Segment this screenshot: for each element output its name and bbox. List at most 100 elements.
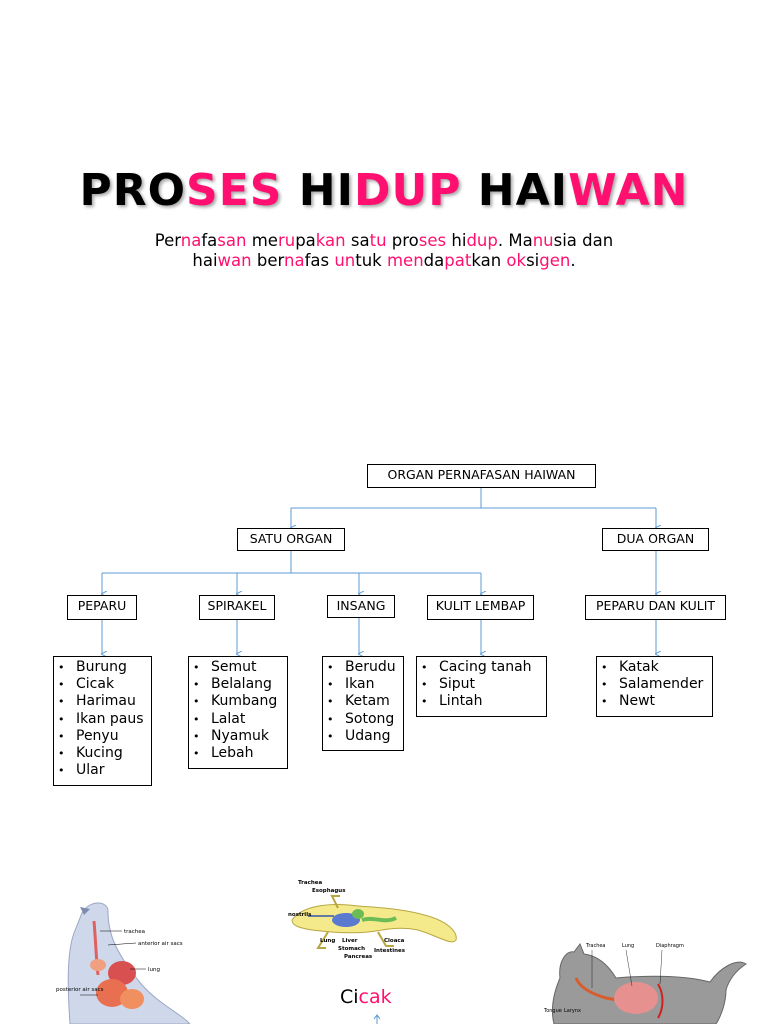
lizard-label-nostrils: nostrils [288,912,312,918]
lizard-label-stomach: Stomach [338,946,365,952]
text-segment: si [526,251,540,270]
list-item: Kumbang [193,693,283,710]
list-item: Ular [58,762,147,779]
cat-label-diaphragm: Diaphragm [656,943,684,949]
list-item: Newt [601,693,708,710]
text-segment: na [180,231,202,250]
text-segment: san [217,231,247,250]
text-segment: sa [345,231,370,250]
text-segment: sia dan [553,231,614,250]
lizard-label-lung: Lung [320,938,335,944]
text-segment: tu [369,231,387,250]
bird-label-lung: lung [148,967,160,973]
text-segment: WAN [568,165,689,216]
intro-line-2: haiwan bernafas untuk mendapatkan oksige… [84,251,684,271]
bird-label-trachea: trachea [124,929,145,935]
dua-organ-box: DUA ORGAN [602,528,709,551]
text-segment: fa [201,231,218,250]
bird-label-anterior-air-sacs: anterior air sacs [138,941,183,947]
text-segment: . Ma [497,231,533,250]
lizard-label-esophagus: Esophagus [312,888,346,894]
lizard-label-cloaca: Cloaca [384,938,405,944]
list-item: Semut [193,659,283,676]
text-segment: da [423,251,445,270]
caption-arrow-icon [373,1014,381,1024]
list-item: Kucing [58,745,147,762]
peparu-kulit-list: KatakSalamenderNewt [596,656,713,717]
text-segment: pa [295,231,316,250]
list-item: Lalat [193,711,283,728]
text-segment: ok [506,251,527,270]
text-segment: HI [282,165,354,216]
insang-box: INSANG [327,595,395,618]
text-segment: Per [154,231,181,250]
text-segment: wan [217,251,252,270]
list-item: Katak [601,659,708,676]
cat-label-lung: Lung [622,943,634,949]
cat-label-trachea: Trachea [585,943,606,949]
lizard-respiratory-illustration: Trachea Esophagus nostrils Lung Liver St… [288,880,457,960]
list-item: Harimau [58,693,147,710]
list-item: Berudu [327,659,399,676]
text-segment: me [246,231,278,250]
text-segment: ru [277,231,296,250]
text-segment: SES [186,165,283,216]
text-segment: na [283,251,305,270]
list-item: Udang [327,728,399,745]
lizard-label-intestines: Intestines [374,948,406,954]
list-item: Belalang [193,676,283,693]
list-item: Siput [421,676,542,693]
text-segment: cak [358,986,392,1008]
list-item: Cicak [58,676,147,693]
intro-paragraph: Pernafasan merupakan satu proses hidup. … [84,231,684,271]
list-item: Ikan paus [58,711,147,728]
text-segment: tuk [355,251,387,270]
peparu-dan-kulit-box: PEPARU DAN KULIT [585,595,726,620]
text-segment: pro [386,231,419,250]
page-title: PROSES HIDUP HAIWAN [0,166,768,216]
satu-organ-box: SATU ORGAN [237,528,345,551]
text-segment: kan [315,231,346,250]
text-segment: HAI [461,165,569,216]
text-segment: fas [304,251,335,270]
peparu-list: BurungCicakHarimauIkan pausPenyuKucingUl… [53,656,152,786]
list-item: Penyu [58,728,147,745]
peparu-box: PEPARU [67,595,137,620]
intro-line-1: Pernafasan merupakan satu proses hidup. … [84,231,684,251]
text-segment: . [570,251,576,270]
lizard-label-trachea: Trachea [298,880,322,886]
cat-respiratory-illustration: Trachea Lung Diaphragm Tongue Larynx [543,942,747,1024]
text-segment: hi [446,231,467,250]
root-box: ORGAN PERNAFASAN HAIWAN [367,464,596,488]
list-item: Cacing tanah [421,659,542,676]
text-segment: ber [251,251,284,270]
lizard-caption: Cicak [340,986,392,1008]
text-segment: pat [444,251,472,270]
list-item: Lebah [193,745,283,762]
list-item: Burung [58,659,147,676]
bird-label-posterior-air-sacs: posterior air sacs [56,987,104,993]
text-segment: PRO [79,165,187,216]
text-segment: men [386,251,424,270]
kulit-lembap-box: KULIT LEMBAP [427,595,534,620]
cat-label-larynx: Larynx [564,1008,581,1014]
spirakel-box: SPIRAKEL [199,595,275,620]
bird-respiratory-illustration: trachea anterior air sacs lung posterior… [56,902,190,1024]
list-item: Sotong [327,711,399,728]
text-segment: DUP [353,165,462,216]
lizard-label-liver: Liver [342,938,358,944]
lizard-label-pancreas: Pancreas [344,954,373,960]
text-segment: dup [466,231,498,250]
list-item: Ikan [327,676,399,693]
insang-list: BeruduIkanKetamSotongUdang [322,656,404,751]
kulit-list: Cacing tanahSiputLintah [416,656,547,717]
list-item: Lintah [421,693,542,710]
text-segment: un [334,251,356,270]
list-item: Nyamuk [193,728,283,745]
text-segment: Ci [340,986,359,1008]
cat-label-tongue: Tongue [543,1008,562,1014]
text-segment: kan [471,251,507,270]
text-segment: nu [532,231,554,250]
text-segment: hai [192,251,218,270]
